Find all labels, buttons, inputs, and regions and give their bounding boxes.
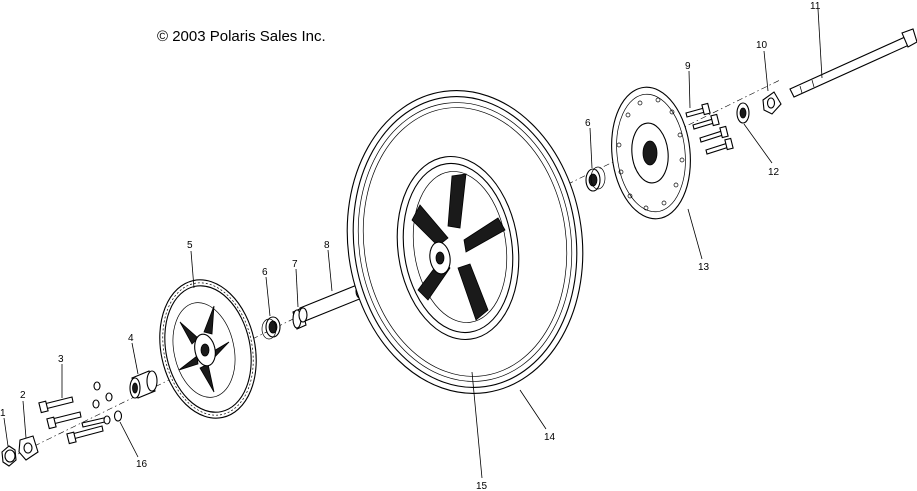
callout-6-left: 6 xyxy=(262,267,268,278)
part-6-bearing-left xyxy=(261,316,281,340)
callout-11: 11 xyxy=(810,1,821,12)
callout-5: 5 xyxy=(187,240,193,251)
part-2-adjuster-plate xyxy=(18,435,39,461)
leader-lines xyxy=(3,8,823,479)
part-10-adjuster xyxy=(762,91,782,115)
callout-6-right: 6 xyxy=(585,118,591,129)
callout-2: 2 xyxy=(20,390,26,401)
callout-7: 7 xyxy=(292,259,298,270)
callout-9: 9 xyxy=(685,61,691,72)
callout-4: 4 xyxy=(128,333,134,344)
part-9-disc-bolts xyxy=(685,102,734,155)
callout-3: 3 xyxy=(58,354,64,365)
callout-14: 14 xyxy=(544,432,556,443)
callout-labels: 1 2 3 4 5 6 7 8 9 6 10 11 12 13 14 15 16 xyxy=(0,1,821,491)
part-15-wheel-rim xyxy=(396,155,520,341)
part-12-washer xyxy=(736,102,750,124)
part-4-spacer xyxy=(129,370,158,399)
callout-16: 16 xyxy=(136,459,148,470)
part-1-axle-nut xyxy=(1,445,17,467)
part-3-bolts xyxy=(38,396,110,445)
part-16-washers xyxy=(92,381,123,425)
part-5-drive-pulley xyxy=(159,279,257,419)
callout-15: 15 xyxy=(476,481,488,491)
callout-13: 13 xyxy=(698,262,710,273)
callout-10: 10 xyxy=(756,40,768,51)
callout-12: 12 xyxy=(768,167,780,178)
part-11-axle xyxy=(789,28,917,98)
callout-1: 1 xyxy=(0,408,6,419)
part-6-bearing-right xyxy=(585,166,606,192)
copyright-text: © 2003 Polaris Sales Inc. xyxy=(157,28,326,45)
callout-8: 8 xyxy=(324,240,330,251)
part-13-brake-disc xyxy=(611,86,691,220)
